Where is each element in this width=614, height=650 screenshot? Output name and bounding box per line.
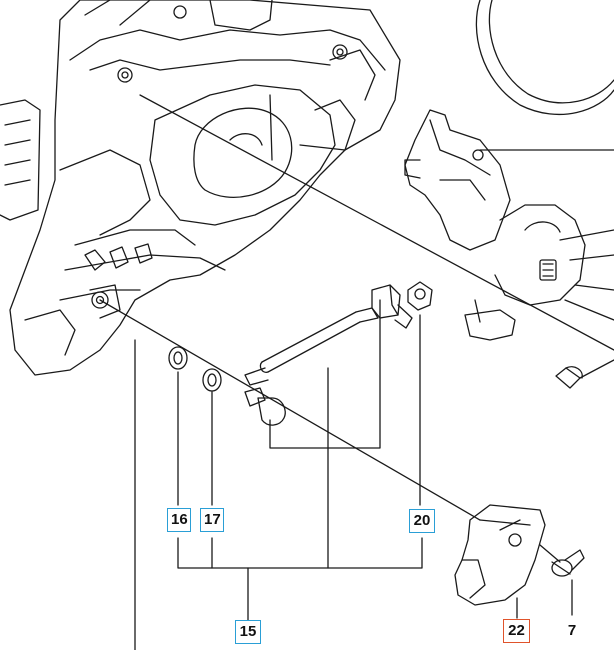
part-label-22: 22 bbox=[503, 619, 530, 643]
alignment-line-lower bbox=[99, 299, 481, 521]
drive-belt bbox=[475, 0, 614, 116]
part-label-17: 17 bbox=[200, 508, 224, 532]
tensioner-screw bbox=[244, 307, 379, 426]
screw-7 bbox=[539, 544, 585, 577]
crankcase-housing bbox=[0, 0, 401, 376]
leader-lines bbox=[134, 299, 573, 650]
part-label-20: 20 bbox=[409, 509, 435, 533]
starter-bracket bbox=[404, 109, 614, 341]
part-label-16: 16 bbox=[167, 508, 191, 532]
part-label-7: 7 bbox=[567, 622, 577, 639]
tensioner-block-20 bbox=[371, 281, 433, 329]
bolt-right bbox=[555, 359, 614, 389]
alignment-line-upper bbox=[139, 94, 614, 351]
part-label-15: 15 bbox=[235, 620, 261, 644]
side-cover-22 bbox=[454, 504, 546, 606]
washer-16 bbox=[168, 346, 188, 370]
washer-17 bbox=[202, 368, 222, 392]
